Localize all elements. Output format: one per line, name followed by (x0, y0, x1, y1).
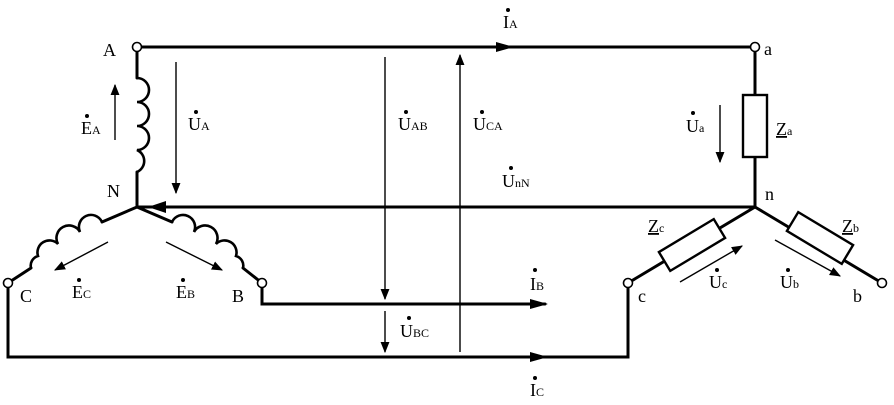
emf-b-arrow (165, 241, 224, 271)
impedance-zc-box (657, 217, 727, 273)
svg-text:EC: EC (72, 282, 91, 302)
svg-text:UA: UA (188, 114, 210, 134)
phase-b-coil (170, 213, 245, 269)
label-voltage-uc-load: Uc (709, 268, 727, 292)
label-current-ib: IB (530, 268, 544, 294)
svg-text:UAB: UAB (398, 114, 428, 134)
node-label-c: c (638, 286, 646, 306)
terminal-C (2, 277, 14, 289)
label-emf-a: EA (81, 114, 101, 138)
svg-text:IC: IC (530, 380, 544, 400)
phase-c-lead (100, 205, 139, 224)
label-voltage-ubc: UBC (400, 316, 429, 341)
line-a-wire (135, 45, 757, 97)
label-emf-c: EC (72, 278, 91, 302)
voltage-uc-load-arrow (679, 245, 743, 283)
phase-a-coil (136, 76, 151, 174)
svg-text:Zc: Zc (648, 216, 664, 236)
line-b-wire (260, 286, 547, 306)
svg-text:Zb: Zb (842, 216, 859, 236)
line-c-wire (6, 281, 630, 359)
phase-b-lead (135, 205, 174, 224)
terminal-a (749, 41, 761, 53)
svg-text:UBC: UBC (400, 321, 429, 341)
current-arrow-a (496, 42, 514, 52)
svg-text:Za: Za (776, 119, 793, 139)
terminal-b (876, 277, 888, 289)
node-label-C: C (20, 286, 32, 306)
label-voltage-ua: UA (188, 110, 210, 134)
label-voltage-uab: UAB (398, 110, 428, 134)
svg-text:IA: IA (503, 12, 518, 32)
svg-text:EB: EB (176, 282, 195, 302)
current-arrow-b (530, 299, 548, 309)
label-voltage-ua-load: Ua (686, 111, 705, 136)
svg-text:IB: IB (530, 274, 544, 294)
node-label-a: a (764, 39, 772, 59)
current-arrow-c (530, 352, 548, 362)
label-voltage-ub-load: Ub (780, 268, 799, 292)
svg-text:Ua: Ua (686, 116, 705, 136)
svg-text:Uc: Uc (709, 272, 727, 292)
label-voltage-unn: UnN (502, 166, 530, 191)
node-label-n: n (765, 184, 774, 204)
svg-text:UCA: UCA (473, 114, 503, 134)
svg-text:UnN: UnN (502, 171, 530, 191)
terminal-B (256, 277, 268, 289)
node-label-A: A (103, 40, 116, 60)
emf-c-arrow (54, 241, 109, 271)
impedance-za-box (741, 93, 769, 159)
label-current-ic: IC (530, 376, 544, 400)
label-impedance-za: Za (776, 119, 793, 139)
node-label-N: N (107, 181, 120, 201)
label-emf-b: EB (176, 278, 195, 302)
voltage-ub-load-arrow (774, 239, 841, 277)
svg-text:EA: EA (81, 118, 101, 138)
label-current-ia: IA (503, 8, 518, 32)
neutral-arrow (148, 201, 166, 213)
label-voltage-uca: UCA (473, 110, 503, 134)
terminal-A (131, 41, 143, 53)
node-label-B: B (232, 286, 244, 306)
node-label-b: b (853, 286, 862, 306)
label-impedance-zb: Zb (842, 216, 859, 236)
svg-text:Ub: Ub (780, 272, 799, 292)
phase-c-coil (29, 213, 104, 269)
terminal-c (622, 277, 634, 289)
label-impedance-zc: Zc (648, 216, 664, 236)
impedance-zb-box (785, 210, 855, 266)
